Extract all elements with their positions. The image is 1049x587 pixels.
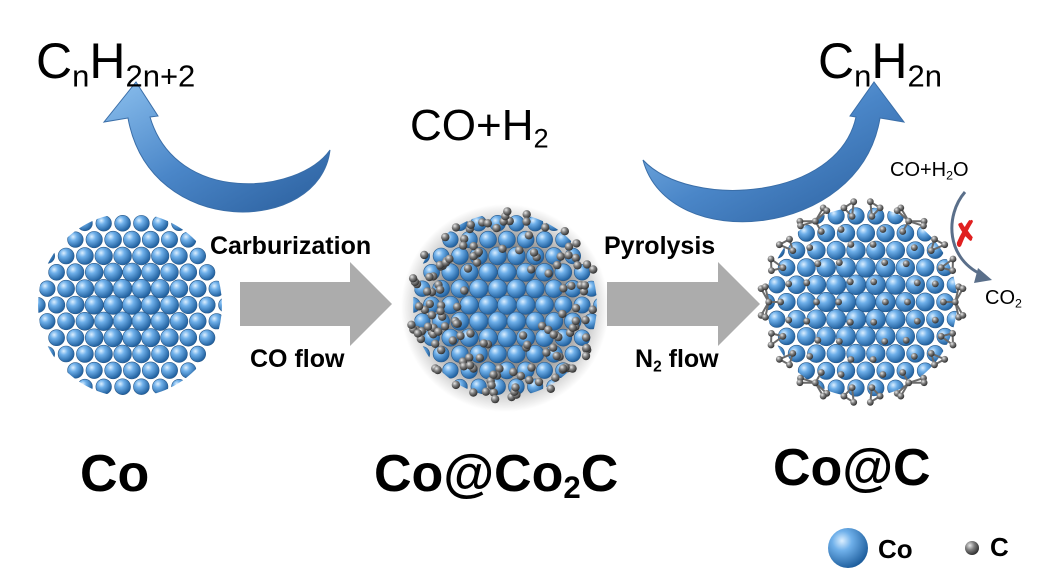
product-left-label: CnH2n+2 [36, 33, 196, 94]
process-arrow-carburization [240, 262, 392, 346]
side-reaction-arrow [950, 191, 992, 283]
co-co2c-particle [407, 207, 598, 404]
process-arrow-pyrolysis [607, 262, 760, 346]
step-pyrolysis-condition: N2 flow [635, 345, 719, 376]
side-product-label: CO2 [985, 287, 1022, 311]
catalyst-co-c-label: Co@C [773, 439, 931, 497]
feed-gas-label: CO+H2 [410, 101, 549, 154]
catalyst-co-co2c-label: Co@Co2C [374, 445, 619, 505]
side-reactant-label: CO+H2O [890, 159, 969, 183]
reaction-arrow-right [642, 81, 906, 223]
reaction-arrow-left [102, 81, 331, 213]
co-atom-icon [828, 528, 868, 568]
co-particle [38, 215, 222, 395]
step-pyrolysis-label: Pyrolysis [604, 232, 716, 260]
product-right-label: CnH2n [818, 33, 942, 94]
catalyst-co-label: Co [80, 445, 150, 503]
co-c-particle [757, 198, 967, 406]
legend-c-label: C [990, 532, 1009, 562]
step-carburization-condition: CO flow [250, 345, 345, 373]
step-carburization-label: Carburization [210, 232, 372, 260]
blocked-mark: ✗ [949, 213, 982, 255]
c-atom-icon [965, 541, 979, 555]
legend-co-label: Co [878, 534, 913, 564]
